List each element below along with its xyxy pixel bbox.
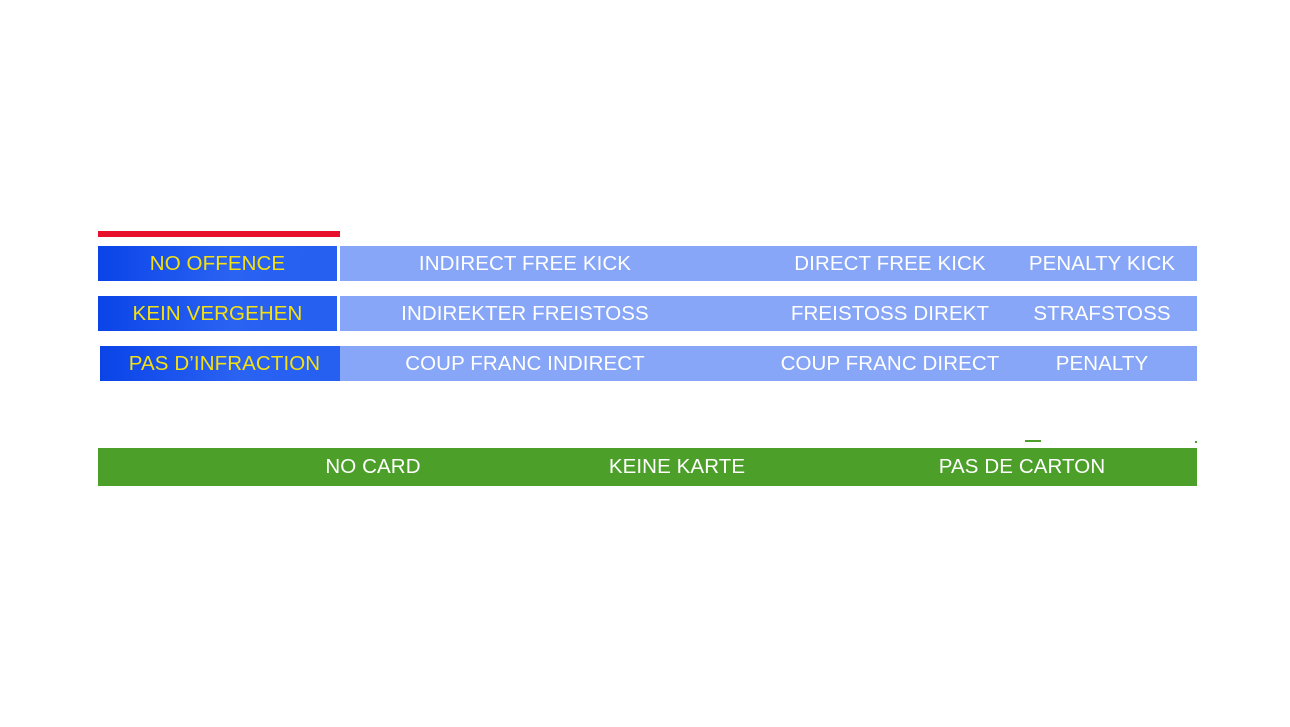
- no-card-bar: NO CARD KEINE KARTE PAS DE CARTON: [98, 448, 1197, 486]
- sanction-direct-free-kick-french[interactable]: COUP FRANC DIRECT: [780, 351, 1000, 375]
- offence-row-french: PAS D’INFRACTION COUP FRANC INDIRECT COU…: [98, 346, 1197, 381]
- offence-row-english: NO OFFENCE INDIRECT FREE KICK DIRECT FRE…: [98, 246, 1197, 281]
- offence-row-german: KEIN VERGEHEN INDIREKTER FREISTOSS FREIS…: [98, 296, 1197, 331]
- no-card-cell-french[interactable]: PAS DE CARTON: [938, 455, 1106, 478]
- sanction-penalty-kick-german[interactable]: STRAFSTOSS: [1033, 301, 1171, 325]
- sanction-indirect-free-kick-french[interactable]: COUP FRANC INDIRECT: [405, 351, 645, 375]
- green-dot-mark: [1195, 441, 1197, 443]
- sanctions-bar-german: INDIREKTER FREISTOSS FREISTOSS DIREKT ST…: [340, 296, 1197, 331]
- sanctions-bar-french: COUP FRANC INDIRECT COUP FRANC DIRECT PE…: [340, 346, 1197, 381]
- no-offence-cell-french[interactable]: PAS D’INFRACTION: [100, 346, 349, 381]
- sanction-indirect-free-kick-german[interactable]: INDIREKTER FREISTOSS: [401, 301, 649, 325]
- sanctions-bar-english: INDIRECT FREE KICK DIRECT FREE KICK PENA…: [340, 246, 1197, 281]
- no-offence-cell-german[interactable]: KEIN VERGEHEN: [98, 296, 337, 331]
- sanction-penalty-kick-english[interactable]: PENALTY KICK: [1028, 251, 1176, 275]
- sanction-direct-free-kick-english[interactable]: DIRECT FREE KICK: [794, 251, 986, 275]
- no-offence-cell-english[interactable]: NO OFFENCE: [98, 246, 337, 281]
- red-accent-rule: [98, 231, 340, 237]
- no-card-cell-english[interactable]: NO CARD: [325, 455, 421, 478]
- sanction-penalty-kick-french[interactable]: PENALTY: [1055, 351, 1149, 375]
- sanction-indirect-free-kick-english[interactable]: INDIRECT FREE KICK: [418, 251, 632, 275]
- sanction-direct-free-kick-german[interactable]: FREISTOSS DIREKT: [790, 301, 990, 325]
- green-dash-mark: [1025, 440, 1041, 442]
- no-card-cell-german[interactable]: KEINE KARTE: [608, 455, 746, 478]
